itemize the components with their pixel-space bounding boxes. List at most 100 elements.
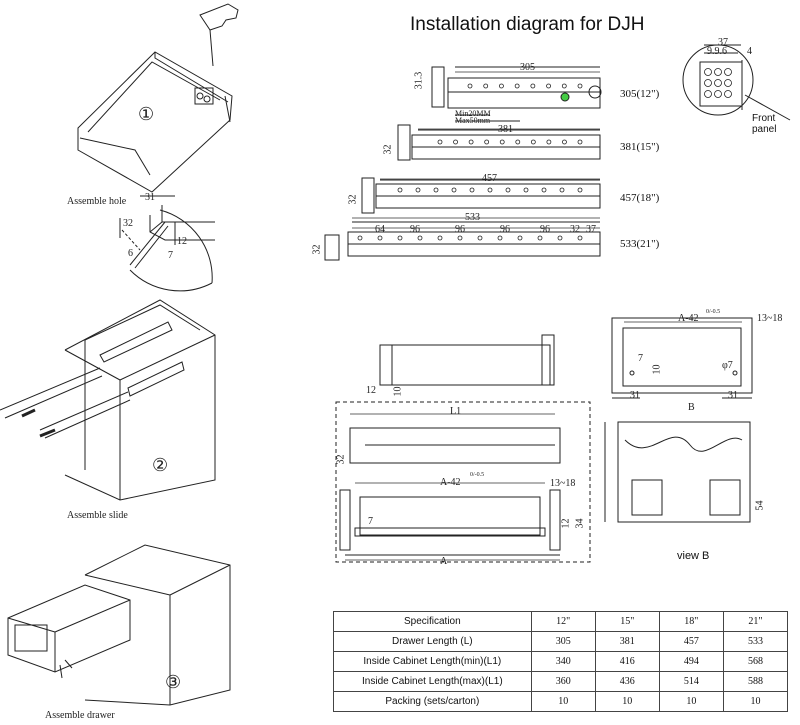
slide-hole [537, 235, 543, 241]
dim-phi7: φ7 [722, 360, 733, 371]
hole-detail-magnifier [119, 195, 215, 292]
spec-value-cell: 533 [722, 631, 789, 652]
size-label-12: 305(12") [620, 88, 660, 100]
spec-value-cell: 588 [722, 671, 789, 692]
slide-hole [433, 187, 439, 193]
size-label-15: 381(15") [620, 141, 660, 153]
cabinet-install-dashed-frame [335, 401, 591, 563]
spec-value-cell: 494 [658, 651, 724, 672]
dim-457: 457 [482, 173, 497, 184]
slide-hole [499, 83, 504, 89]
step3-number: ③ [165, 672, 182, 692]
slide-hole [557, 235, 563, 241]
slide-hole [530, 83, 536, 89]
front-panel-hole [704, 68, 712, 76]
dim-54: 54 [754, 500, 766, 511]
slide-hole [559, 187, 565, 193]
spec-value-cell: 15" [594, 611, 660, 632]
slide-hole [517, 235, 523, 241]
spec-value-cell: 10 [594, 691, 660, 712]
front-panel-hole [704, 90, 712, 98]
spec-value-cell: 416 [594, 651, 660, 672]
step2-cabinet-illustration [0, 299, 216, 501]
dim-7: 7 [168, 250, 173, 261]
slide-hole [477, 235, 483, 241]
slide-hole [577, 235, 583, 241]
dim-34: 34 [574, 518, 586, 529]
slide-hole [523, 187, 529, 193]
slide-hole [530, 139, 536, 145]
slide-hole [561, 83, 567, 89]
slide-hole [469, 187, 475, 193]
screwdriver-icon [199, 3, 239, 67]
dim-12-install: 12 [560, 518, 572, 529]
dim-32-b: 32 [347, 194, 359, 205]
view-arrow-B: B [688, 402, 695, 413]
view-b-label: view B [677, 550, 710, 562]
size-label-18: 457(18") [620, 192, 660, 204]
dim-37-b: 37 [586, 224, 596, 235]
dim-32-d: 32 [311, 244, 323, 255]
dim-32-install: 32 [335, 454, 347, 465]
dim-31-3: 31.3 [413, 71, 425, 90]
spec-value-cell: 21" [722, 611, 789, 632]
dim-12: 12 [177, 236, 187, 247]
dim-31-front-right: 31 [728, 390, 738, 401]
front-panel-hole [714, 90, 722, 98]
slide-hole [457, 235, 463, 241]
slide-hole [562, 139, 567, 145]
spec-value-cell: 10 [722, 691, 789, 712]
dim-96-b: 96 [455, 224, 465, 235]
front-panel-hole [724, 68, 732, 76]
spec-value-cell: 381 [594, 631, 660, 652]
dim-7-install: 7 [368, 516, 373, 527]
dim-7-front: 7 [638, 353, 643, 364]
dim-a42-tolerance: 0/-0.5 [470, 472, 485, 478]
slide-hole [377, 235, 383, 241]
slide-hole [453, 139, 458, 145]
slide-hole [499, 139, 505, 145]
dim-305: 305 [520, 62, 535, 73]
spec-value-cell: 10 [530, 691, 596, 712]
dim-4: 4 [747, 46, 752, 57]
spec-label-cell: Packing (sets/carton) [333, 691, 532, 712]
slide-hole [546, 139, 552, 145]
dim-381: 381 [498, 124, 513, 135]
drawer-front-view-holes [611, 317, 753, 399]
front-panel-label: Front panel [752, 113, 777, 135]
dim-37: 37 [718, 37, 728, 48]
dim-a42-front-tolerance: 0/-0.5 [706, 309, 721, 315]
dim-32: 32 [123, 218, 133, 229]
slide-hole [467, 83, 473, 89]
spec-label-cell: Drawer Length (L) [333, 631, 532, 652]
slide-457 [361, 177, 601, 214]
step3-caption: Assemble drawer [45, 710, 115, 721]
front-panel-hole [714, 79, 722, 87]
dim-533: 533 [465, 212, 480, 223]
slide-hole [397, 187, 403, 193]
spec-label-cell: Inside Cabinet Length(min)(L1) [333, 651, 532, 672]
slide-hole [483, 83, 489, 89]
step3-cabinet-illustration [7, 544, 231, 706]
slide-hole [415, 187, 421, 193]
step2-caption: Assemble slide [67, 510, 128, 521]
front-panel-hole [704, 79, 712, 87]
slide-hole [357, 235, 363, 241]
dim-a42-front: A-42 [678, 313, 699, 324]
view-b-cabinet [604, 421, 751, 523]
spec-label-cell: Inside Cabinet Length(max)(L1) [333, 671, 532, 692]
spec-label-cell: Specification [333, 611, 532, 632]
dim-A: A [440, 556, 448, 567]
slide-hole [577, 83, 583, 89]
slide-hole [546, 83, 551, 89]
spec-value-cell: 340 [530, 651, 596, 672]
spec-value-cell: 18" [658, 611, 724, 632]
slide-hole [577, 187, 583, 193]
step1-drawer-illustration [77, 51, 233, 193]
dim-31-front-left: 31 [630, 390, 640, 401]
